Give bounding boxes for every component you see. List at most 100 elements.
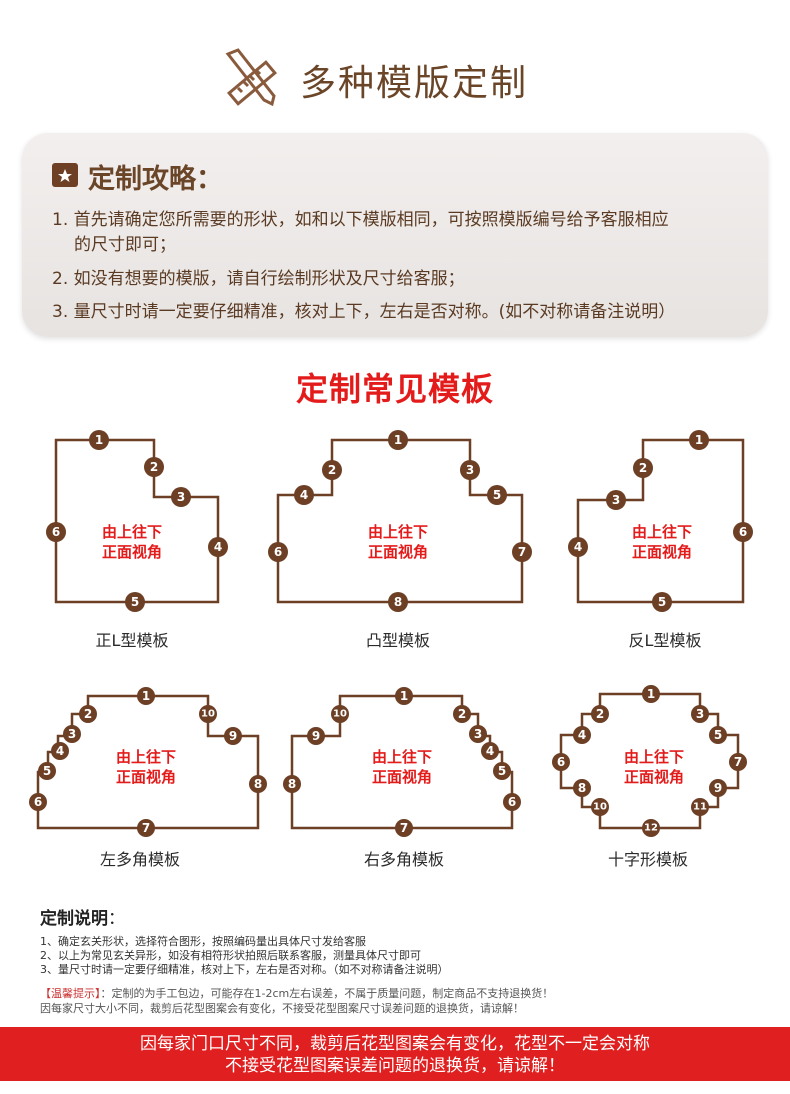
point-1-marker: 1 xyxy=(388,430,408,450)
svg-text:10: 10 xyxy=(333,709,347,720)
point-9-marker: 9 xyxy=(224,727,242,745)
point-10-marker: 10 xyxy=(591,798,609,816)
view-label: 由上往下 xyxy=(632,523,692,541)
point-7-marker: 7 xyxy=(512,542,532,562)
svg-text:3: 3 xyxy=(177,490,185,504)
svg-text:9: 9 xyxy=(229,729,237,743)
point-7-marker: 7 xyxy=(729,753,747,771)
point-2-marker: 2 xyxy=(322,460,342,480)
svg-text:11: 11 xyxy=(693,802,707,813)
template-left-polygon: 由上往下 正面视角 1 2 3 4 5 6 7 8 9 10 xyxy=(29,687,267,837)
svg-text:4: 4 xyxy=(56,744,64,758)
point-3-marker: 3 xyxy=(460,460,480,480)
svg-text:3: 3 xyxy=(612,493,620,507)
point-3-marker: 3 xyxy=(469,725,487,743)
point-10-marker: 10 xyxy=(199,705,217,723)
point-3-marker: 3 xyxy=(63,725,81,743)
svg-text:8: 8 xyxy=(288,777,296,791)
svg-text:5: 5 xyxy=(714,728,722,742)
point-4-marker: 4 xyxy=(573,726,591,744)
point-6-marker: 6 xyxy=(46,522,66,542)
svg-text:6: 6 xyxy=(508,795,516,809)
svg-text:2: 2 xyxy=(596,707,604,721)
star-bag-icon xyxy=(52,163,78,187)
guide-item: 3. 量尺寸时请一定要仔细精准，核对上下，左右是否对称。(如不对称请备注说明） xyxy=(52,302,676,322)
point-8-marker: 8 xyxy=(573,779,591,797)
point-2-marker: 2 xyxy=(453,705,471,723)
point-10-marker: 10 xyxy=(331,705,349,723)
svg-text:1: 1 xyxy=(394,433,402,447)
point-4-marker: 4 xyxy=(208,537,228,557)
svg-text:8: 8 xyxy=(578,781,586,795)
section-title: 定制常见模板 xyxy=(295,370,494,408)
svg-text:7: 7 xyxy=(400,821,408,835)
view-label: 正面视角 xyxy=(368,543,428,561)
svg-text:4: 4 xyxy=(486,744,494,758)
notes-line: 3、量尺寸时请一定要仔细精准，核对上下，左右是否对称。（如不对称请备注说明） xyxy=(40,963,449,976)
svg-text:8: 8 xyxy=(394,595,402,609)
view-label: 由上往下 xyxy=(102,523,162,541)
svg-text:10: 10 xyxy=(593,802,607,813)
point-4-marker: 4 xyxy=(294,485,314,505)
template-caption: 十字形模板 xyxy=(607,850,688,869)
svg-text:4: 4 xyxy=(574,540,582,554)
point-1-marker: 1 xyxy=(689,430,709,450)
notes-line: 1、确定玄关形状，选择符合图形，按照编码量出具体尺寸发给客服 xyxy=(40,935,366,948)
template-caption: 左多角模板 xyxy=(99,850,180,869)
template-caption: 正L型模板 xyxy=(95,631,169,650)
pencil-ruler-icon xyxy=(225,48,277,107)
warm-tip-text: 因每家尺寸大小不同，裁剪后花型图案会有变化，不接受花型图案尺寸误差问题的退换货，… xyxy=(40,1002,524,1015)
template-diagrams: .ol { fill:none; stroke:#6d3f25; stroke-… xyxy=(29,430,753,837)
svg-text:2: 2 xyxy=(639,461,647,475)
template-l-shape: 由上往下 正面视角 1 2 3 4 5 6 xyxy=(46,430,228,612)
point-2-marker: 2 xyxy=(591,705,609,723)
view-label: 正面视角 xyxy=(116,768,176,786)
point-9-marker: 9 xyxy=(709,779,727,797)
template-caption: 右多角模板 xyxy=(363,850,444,869)
notes-line: 2、以上为常见玄关异形，如没有相符形状拍照后联系客服，测量具体尺寸即可 xyxy=(40,949,421,962)
svg-text:12: 12 xyxy=(644,823,658,834)
view-label: 由上往下 xyxy=(368,523,428,541)
svg-text:3: 3 xyxy=(68,727,76,741)
point-4-marker: 4 xyxy=(481,742,499,760)
point-3-marker: 3 xyxy=(171,487,191,507)
point-5-marker: 5 xyxy=(38,762,56,780)
svg-text:3: 3 xyxy=(696,707,704,721)
guide-item: 的尺寸即可； xyxy=(74,235,176,255)
point-1-marker: 1 xyxy=(89,430,109,450)
svg-text:5: 5 xyxy=(43,764,51,778)
svg-text:5: 5 xyxy=(131,595,139,609)
svg-text:2: 2 xyxy=(84,707,92,721)
template-reverse-l-shape: 由上往下 正面视角 1 2 3 4 5 6 xyxy=(568,430,753,612)
point-1-marker: 1 xyxy=(137,687,155,705)
point-9-marker: 9 xyxy=(307,727,325,745)
guide-panel: 定制攻略： 1. 首先请确定您所需要的形状，如和以下模版相同，可按照模版编号给予… xyxy=(22,133,768,337)
svg-text:4: 4 xyxy=(214,540,222,554)
page-title: 多种模版定制 xyxy=(300,63,529,104)
point-5-marker: 5 xyxy=(487,485,507,505)
warm-tip-prefix: 【温馨提示】 xyxy=(40,987,101,1000)
point-8-marker: 8 xyxy=(249,775,267,793)
notes-title: 定制说明： xyxy=(40,909,125,929)
template-cross-shape: 由上往下 正面视角 1 2 3 4 5 6 7 8 9 10 11 12 xyxy=(552,685,747,837)
svg-text:4: 4 xyxy=(300,488,308,502)
point-6-marker: 6 xyxy=(268,542,288,562)
point-2-marker: 2 xyxy=(633,458,653,478)
point-7-marker: 7 xyxy=(395,819,413,837)
custom-notes: 定制说明： 1、确定玄关形状，选择符合图形，按照编码量出具体尺寸发给客服 2、以… xyxy=(40,904,760,977)
svg-text:6: 6 xyxy=(274,545,282,559)
svg-text:7: 7 xyxy=(518,545,526,559)
point-3-marker: 3 xyxy=(606,490,626,510)
svg-text:3: 3 xyxy=(474,727,482,741)
warning-banner: 因每家门口尺寸不同，裁剪后花型图案会有变化，花型不一定会对称 不接受花型图案误差… xyxy=(0,1027,790,1081)
point-7-marker: 7 xyxy=(137,819,155,837)
svg-text:1: 1 xyxy=(400,689,408,703)
svg-text:3: 3 xyxy=(466,463,474,477)
template-right-polygon: 由上往下 正面视角 1 2 3 4 5 6 7 8 9 10 xyxy=(283,687,521,837)
point-2-marker: 2 xyxy=(79,705,97,723)
point-4-marker: 4 xyxy=(568,537,588,557)
svg-text:1: 1 xyxy=(95,433,103,447)
point-8-marker: 8 xyxy=(283,775,301,793)
svg-text:5: 5 xyxy=(658,595,666,609)
point-6-marker: 6 xyxy=(552,753,570,771)
